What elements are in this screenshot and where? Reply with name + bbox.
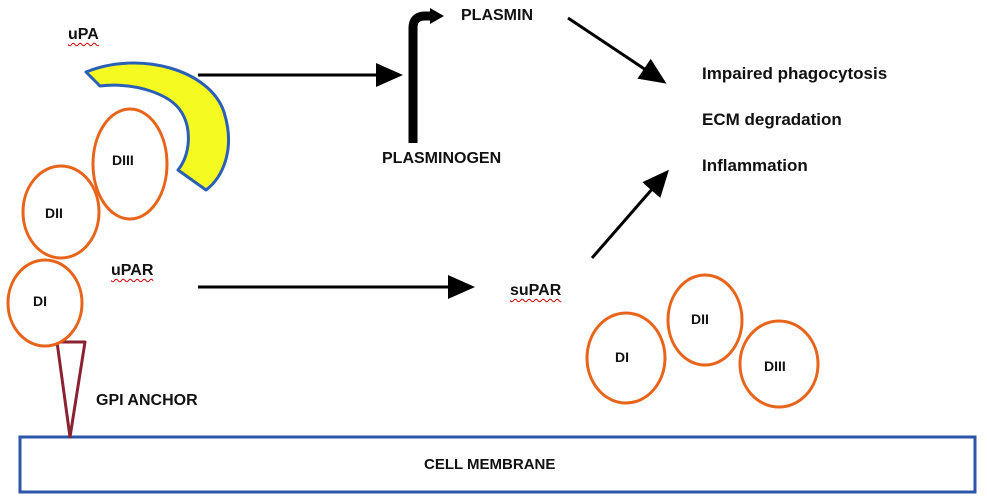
- bound-domain-diii-shape: [91, 107, 169, 221]
- bound-domain-dii-shape: [21, 164, 101, 260]
- soluble-domain-dii-shape: [666, 273, 744, 367]
- supar-label: suPAR: [510, 282, 562, 299]
- plasmin-arrowhead: [430, 8, 444, 24]
- gpi-anchor-shape: [55, 340, 87, 439]
- soluble-domain-diii-shape: [738, 319, 820, 409]
- upa-label: uPA: [68, 26, 99, 43]
- plasmin-label: PLASMIN: [461, 7, 533, 24]
- soluble-domain-di-shape: [585, 311, 667, 405]
- bound-domain-di-label: DI: [33, 293, 47, 309]
- gpi-anchor-label: GPI ANCHOR: [96, 392, 198, 409]
- supar-to-outcomes-arrow: [590, 169, 669, 259]
- outcome-inflammation: Inflammation: [702, 156, 808, 175]
- cell-membrane-label: CELL MEMBRANE: [424, 456, 556, 473]
- cell-membrane-bar: [18, 435, 977, 494]
- outcome-ecm-degradation: ECM degradation: [702, 110, 842, 129]
- plasminogen-to-plasmin-bar: [408, 11, 432, 143]
- upar-label: uPAR: [111, 262, 154, 279]
- soluble-domain-diii-label: DIII: [764, 358, 786, 374]
- bound-domain-dii-label: DII: [45, 205, 63, 221]
- plasminogen-label: PLASMINOGEN: [382, 150, 502, 167]
- upa-crescent-shape: [84, 61, 230, 192]
- outcome-impaired-phagocytosis: Impaired phagocytosis: [702, 64, 888, 83]
- soluble-domain-dii-label: DII: [691, 311, 709, 327]
- soluble-domain-di-label: DI: [615, 349, 629, 365]
- bound-domain-di-shape: [6, 258, 84, 348]
- plasmin-to-outcomes-arrow: [567, 16, 667, 84]
- bound-domain-diii-label: DIII: [112, 152, 134, 168]
